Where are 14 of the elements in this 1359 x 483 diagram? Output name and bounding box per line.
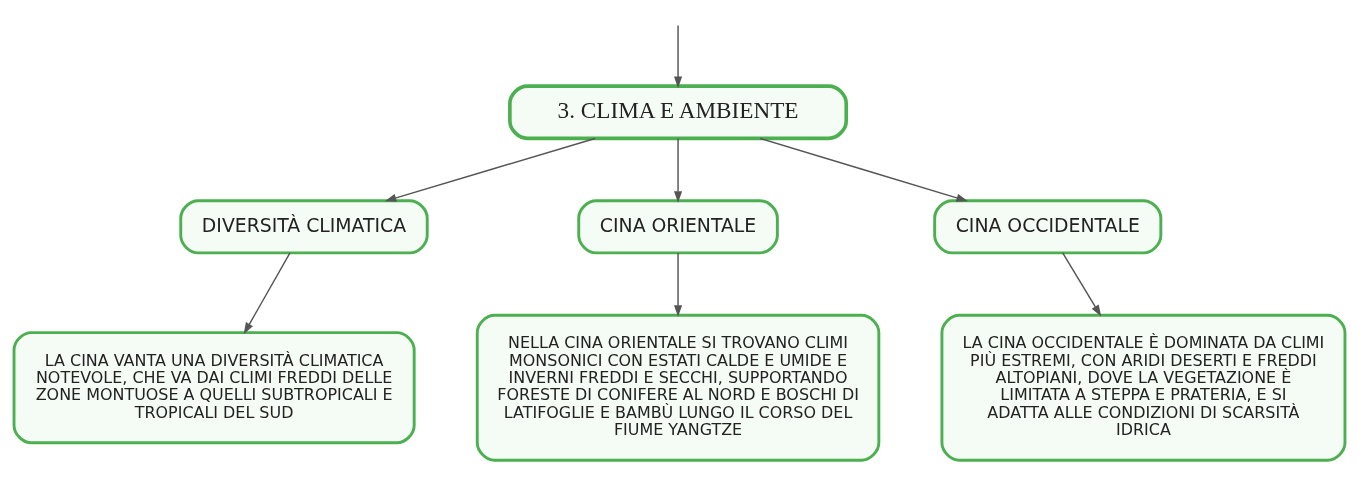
node-box: NELLA CINA ORIENTALE SI TROVANO CLIMI MONSONICI CON ESTATI CALDE E UMIDE E INVERNI FREDDI E SECCHI, SUPPORTANDO FORESTE DI CONIFERE AL NORD E BOSCHI DI LATIFOGLIE E BAMBÙ LUNGO IL CORSO DEL FIUME YANGTZE [475, 313, 881, 462]
node-box: LA CINA OCCIDENTALE È DOMINATA DA CLIMI PIÙ ESTREMI, CON ARIDI DESERTI E FREDDI ALTOPIANI, DOVE LA VEGETAZIONE È LIMITATA A STEPPA E PRATERIA, E SI ADATTA ALLE CONDIZIONI DI SCARSITÀ IDRICA [940, 313, 1347, 462]
node-box: CINA OCCIDENTALE [933, 198, 1163, 254]
arrow [759, 137, 969, 202]
node-box: DIVERSITÀ CLIMATICA [179, 198, 429, 254]
arrow [674, 251, 683, 317]
arrow [674, 24, 683, 88]
node-box: LA CINA VANTA UNA DIVERSITÀ CLIMATICA NOTEVOLE, CHE VA DAI CLIMI FREDDI DELLE ZONE MONTUOSE A QUELLI SUBTROPICALI E TROPICALI DEL SUD [12, 330, 416, 444]
arrow [384, 137, 596, 202]
arrow [243, 251, 291, 334]
node-box: 3. CLIMA E AMBIENTE [508, 83, 849, 140]
node-box: CINA ORIENTALE [577, 198, 779, 254]
arrow [674, 137, 683, 203]
arrow [1062, 251, 1102, 316]
